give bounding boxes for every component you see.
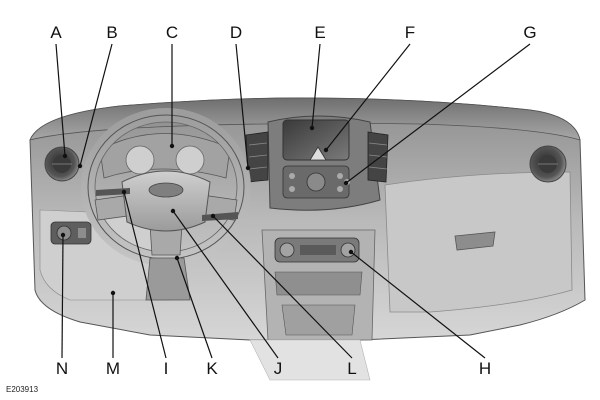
callout-L: L <box>347 359 356 378</box>
right-air-vent <box>529 145 567 183</box>
callout-M: M <box>106 359 120 378</box>
leader-lines <box>55 43 531 359</box>
figure-code: E203913 <box>6 385 39 394</box>
centre-stack <box>245 115 389 263</box>
callout-labels: A B C D E F G H I J K L M N <box>50 23 536 378</box>
instrument-cluster <box>99 133 231 179</box>
stalks <box>96 188 238 221</box>
callout-E: E <box>314 23 325 42</box>
callout-F: F <box>405 23 415 42</box>
callout-B: B <box>106 23 117 42</box>
callout-I: I <box>164 359 169 378</box>
callout-J: J <box>274 359 283 378</box>
callout-N: N <box>56 359 68 378</box>
callout-D: D <box>230 23 242 42</box>
callout-K: K <box>206 359 218 378</box>
callout-H: H <box>479 359 491 378</box>
callout-G: G <box>523 23 536 42</box>
lighting-control <box>50 221 92 245</box>
callout-A: A <box>50 23 62 42</box>
left-air-vent <box>44 146 80 182</box>
callout-C: C <box>166 23 178 42</box>
steering-wheel <box>81 108 251 301</box>
